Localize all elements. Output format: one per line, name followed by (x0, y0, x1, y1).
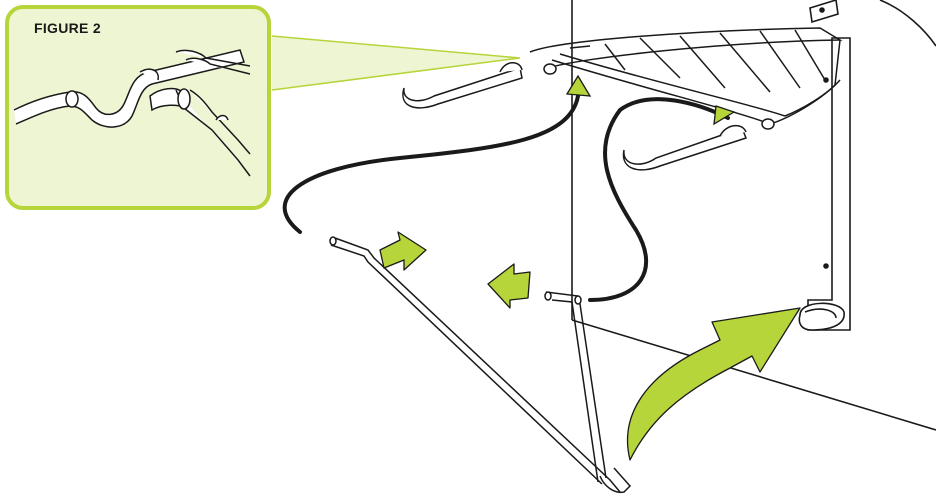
leg-arms (330, 237, 630, 492)
arrowhead-icon (714, 106, 734, 124)
guide-curve-left (285, 96, 578, 232)
arrow-right-icon (380, 232, 426, 270)
arrowhead-icon (567, 76, 590, 96)
curved-arrow-up-icon (628, 308, 800, 460)
guide-curve-right (590, 99, 728, 300)
right-hook (623, 119, 774, 170)
wire-rack (530, 28, 840, 124)
figure-label: FIGURE 2 (34, 20, 101, 36)
arrow-left-icon (488, 264, 530, 308)
wall-corner-curve (880, 0, 936, 46)
